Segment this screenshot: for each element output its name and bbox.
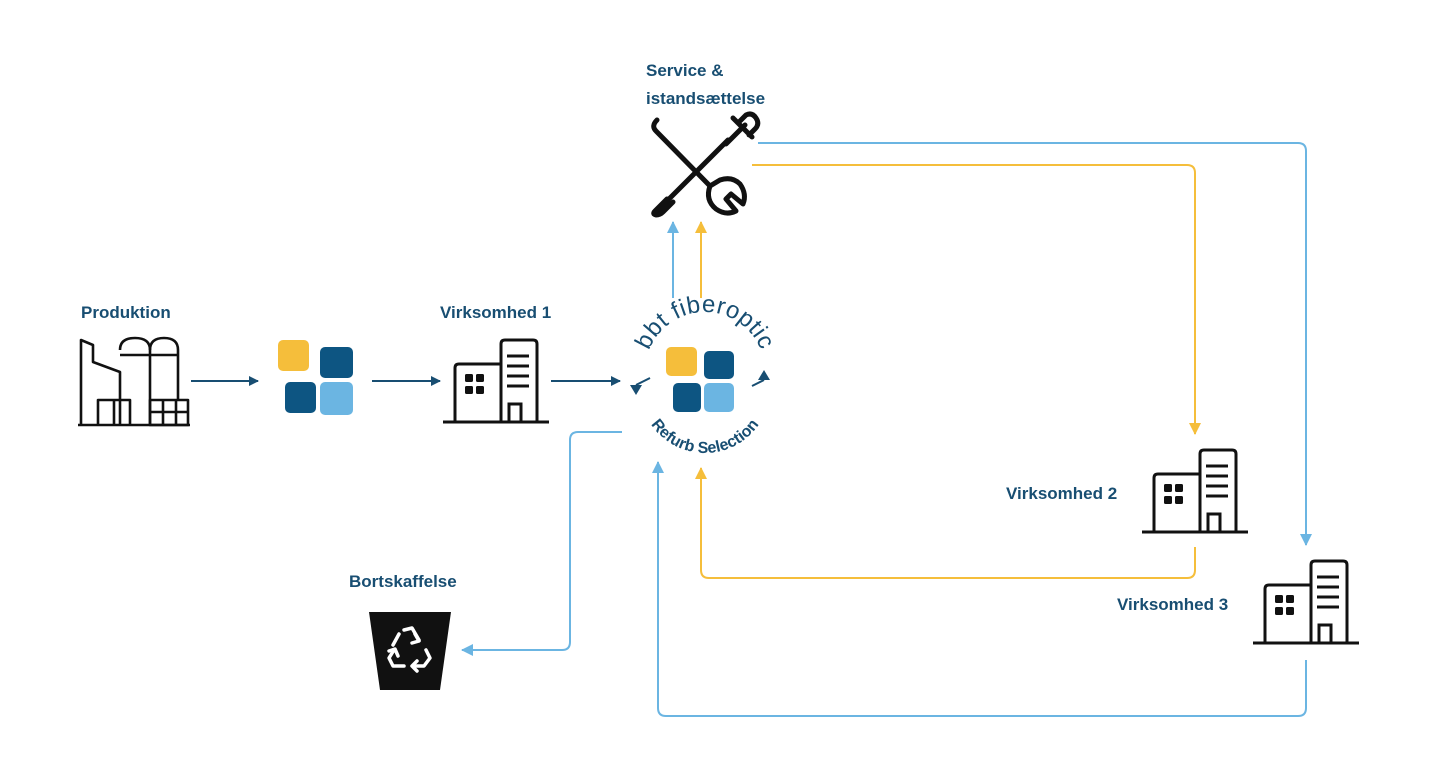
office-building-icon-virksomhed3 (1251, 559, 1361, 645)
arrow-service-to-virksomhed3 (758, 142, 1312, 546)
label-virksomhed-3: Virksomhed 3 (1117, 595, 1228, 614)
logo-square-navy-top (704, 351, 734, 379)
logo-square-blue (704, 383, 734, 412)
arrow-refurb-to-bortskaffelse (461, 431, 622, 656)
refurb-selection-logo: bbt fiberoptic Refurb Selection (630, 291, 780, 457)
logo-arrow-right (758, 370, 770, 380)
bbt-logo-squares-icon (278, 340, 353, 415)
logo-square-yellow (666, 347, 697, 376)
label-virksomhed-2: Virksomhed 2 (1006, 484, 1117, 503)
label-bortskaffelse: Bortskaffelse (349, 572, 457, 591)
recycle-bin-icon (369, 612, 451, 690)
label-virksomhed-1: Virksomhed 1 (440, 303, 551, 322)
logo-top-text: bbt fiberoptic (630, 291, 780, 354)
label-produktion: Produktion (81, 303, 171, 322)
screwdriver-wrench-icon (651, 111, 761, 218)
arrow-virksomhed3-to-refurb (652, 461, 1307, 717)
logo-square-navy-bottom (673, 383, 701, 412)
office-building-icon-virksomhed2 (1140, 448, 1250, 534)
office-building-icon-virksomhed1 (441, 338, 551, 424)
arrow-service-to-virksomhed2 (752, 164, 1201, 435)
label-service-line2: istandsættelse (646, 89, 765, 108)
factory-icon (78, 336, 190, 427)
label-service-line1: Service & (646, 61, 724, 80)
logo-arrow-left (630, 385, 642, 395)
logo-bottom-text: Refurb Selection (648, 416, 763, 457)
arrow-virksomhed2-to-refurb (695, 467, 1196, 579)
